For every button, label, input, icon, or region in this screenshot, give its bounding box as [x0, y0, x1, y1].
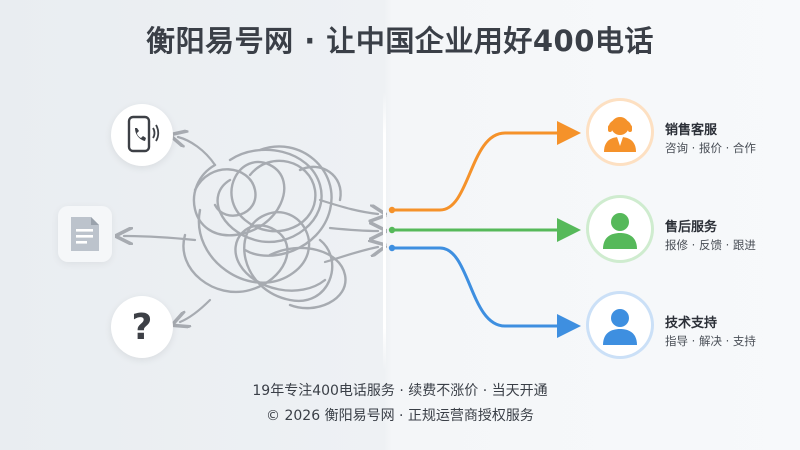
question-mark-icon: ?	[111, 296, 173, 358]
arrow-to-question	[180, 298, 212, 322]
center-divider	[383, 92, 386, 370]
service-desc-after-sales: 报修 · 反馈 · 跟进	[665, 238, 756, 252]
service-name-tech: 技术支持	[665, 316, 718, 331]
route-sales	[390, 121, 581, 212]
arrow-to-document	[124, 236, 197, 240]
tech-person-icon	[589, 294, 651, 356]
document-icon	[58, 206, 112, 262]
arrow-to-phone	[178, 137, 217, 167]
tangled-lines	[182, 145, 347, 310]
page-title: 衡阳易号网 · 让中国企业用好400电话	[146, 24, 654, 58]
support-person-icon	[589, 198, 651, 260]
route-tech	[390, 246, 581, 338]
service-name-after-sales: 售后服务	[665, 220, 718, 235]
service-desc-sales: 咨询 · 报价 · 合作	[665, 141, 756, 155]
question-mark-glyph: ?	[131, 306, 153, 348]
footer-copyright: © 2026 衡阳易号网 · 正规运营商授权服务	[266, 408, 534, 424]
sales-agent-icon	[589, 101, 651, 163]
service-desc-tech: 指导 · 解决 · 支持	[665, 334, 756, 348]
phone-icon	[111, 104, 173, 166]
service-name-sales: 销售客服	[665, 123, 718, 138]
footer-slogan: 19年专注400电话服务 · 续费不涨价 · 当天开通	[252, 383, 548, 399]
